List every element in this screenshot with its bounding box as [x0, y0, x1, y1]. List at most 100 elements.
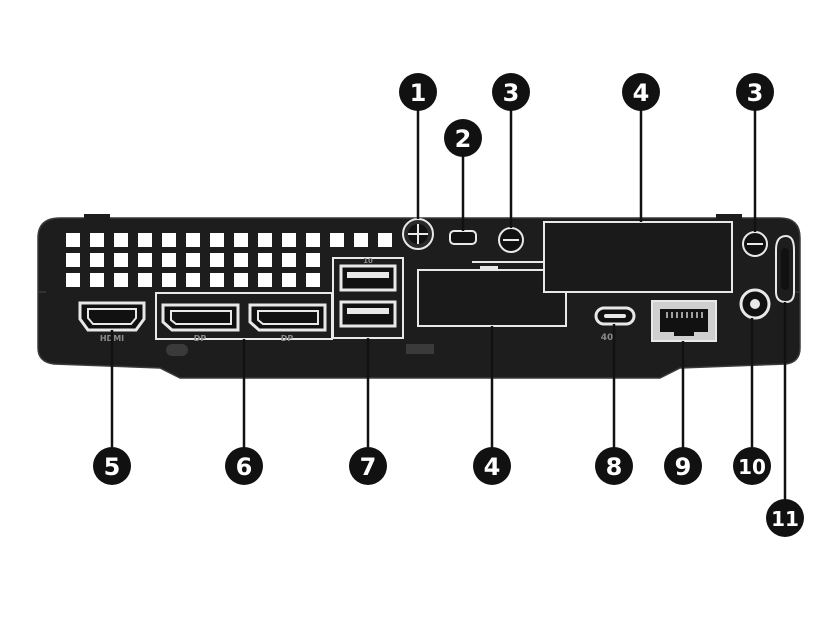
- callout-4a-circle: [622, 73, 660, 111]
- io-cover-top: [543, 221, 733, 293]
- chassis-ribbon-pad: [166, 344, 188, 356]
- callout-6-number: 6: [236, 453, 253, 481]
- rj45-port[interactable]: [651, 300, 717, 342]
- vent-slot: [330, 233, 344, 247]
- vent-slot: [66, 253, 80, 267]
- leader-lines: [110, 110, 787, 500]
- vent-slot: [90, 273, 104, 287]
- callout-3a-circle: [492, 73, 530, 111]
- chassis-foot-left: [84, 214, 110, 220]
- callout-7-number: 7: [360, 453, 377, 481]
- usb-top-tongue: [347, 272, 389, 278]
- vent-slot: [306, 233, 320, 247]
- vent-slot: [162, 273, 176, 287]
- vent-slot: [138, 273, 152, 287]
- usb-port-bottom[interactable]: [339, 300, 397, 328]
- thumbscrew[interactable]: [402, 218, 434, 250]
- vent-slot: [210, 233, 224, 247]
- callout-9-circle: [664, 447, 702, 485]
- callout-2-number: 2: [455, 125, 472, 153]
- vent-slot: [234, 273, 248, 287]
- callout-3b-circle: [736, 73, 774, 111]
- vent-slot: [114, 273, 128, 287]
- vent-slot: [66, 233, 80, 247]
- displayport-2-shell: [248, 303, 327, 332]
- callout-9-number: 9: [675, 453, 692, 481]
- callout-4b-number: 4: [484, 453, 501, 481]
- io-cover-bottom-tab: [480, 266, 498, 271]
- vent-slot: [258, 233, 272, 247]
- vent-slot: [354, 233, 368, 247]
- callout-3a-number: 3: [503, 79, 520, 107]
- rj45-contacts: [666, 312, 703, 318]
- callout-4b-circle: [473, 447, 511, 485]
- vent-grid: [66, 233, 392, 287]
- callout-8-number: 8: [606, 453, 623, 481]
- vent-slot: [186, 233, 200, 247]
- callout-10-number: 10: [738, 455, 766, 479]
- chassis-foot-right: [716, 214, 742, 220]
- callout-1-number: 1: [410, 79, 427, 107]
- padlock-loop-slot: [781, 248, 789, 290]
- callout-2: 2: [444, 119, 482, 157]
- callout-5-number: 5: [104, 453, 121, 481]
- displayport-group: DP DP: [155, 292, 333, 343]
- vent-slot: [234, 233, 248, 247]
- callout-7-circle: [349, 447, 387, 485]
- vent-slot: [90, 233, 104, 247]
- displayport-1-pins: [170, 310, 232, 325]
- vent-slot: [306, 253, 320, 267]
- displayport-1-label: DP: [194, 334, 207, 343]
- padlock-loop[interactable]: [775, 234, 795, 304]
- callout-7: 7: [349, 447, 387, 485]
- vent-slot: [186, 253, 200, 267]
- callout-2-circle: [444, 119, 482, 157]
- vent-slot: [210, 273, 224, 287]
- callout-8-circle: [595, 447, 633, 485]
- usb-bottom-tongue: [347, 308, 389, 314]
- io-cover-top-panel: [543, 221, 733, 293]
- displayport-connector-1[interactable]: DP: [161, 303, 240, 343]
- callout-6-circle: [225, 447, 263, 485]
- vent-slot: [138, 233, 152, 247]
- callout-11-number: 11: [771, 507, 799, 531]
- security-cable-slot[interactable]: [449, 230, 477, 245]
- chassis-slot: [406, 344, 434, 354]
- displayport-2-label: DP: [281, 334, 294, 343]
- callout-4a-number: 4: [633, 79, 650, 107]
- vent-slot: [282, 273, 296, 287]
- callout-4b: 4: [473, 447, 511, 485]
- hdmi-port-shell: [78, 301, 146, 332]
- callout-11: 11: [766, 499, 804, 537]
- vent-slot: [258, 273, 272, 287]
- callout-5-circle: [93, 447, 131, 485]
- displayport-connector-2[interactable]: DP: [248, 303, 327, 343]
- usb-top-label: 10: [363, 257, 373, 265]
- callout-5: 5: [93, 447, 131, 485]
- vent-slot: [378, 233, 392, 247]
- vent-slot: [282, 253, 296, 267]
- vent-slot: [90, 253, 104, 267]
- callout-6: 6: [225, 447, 263, 485]
- vent-slot: [258, 253, 272, 267]
- callout-3b-number: 3: [747, 79, 764, 107]
- vent-slot: [138, 253, 152, 267]
- usb-port-top[interactable]: 10: [339, 257, 397, 292]
- callout-11-circle: [766, 499, 804, 537]
- vent-slot: [306, 273, 320, 287]
- screw-right: [742, 231, 768, 257]
- hdmi-port-pins: [87, 308, 137, 325]
- displayport-1-shell: [161, 303, 240, 332]
- power-connector[interactable]: [739, 288, 771, 320]
- vent-slot: [66, 273, 80, 287]
- vent-slot: [234, 253, 248, 267]
- callout-3b: 3: [736, 73, 774, 111]
- callout-10-circle: [733, 447, 771, 485]
- power-connector-pin: [750, 299, 760, 309]
- callout-3a: 3: [492, 73, 530, 111]
- vent-slot: [186, 273, 200, 287]
- usb-c-tongue: [604, 314, 626, 318]
- callout-8: 8: [595, 447, 633, 485]
